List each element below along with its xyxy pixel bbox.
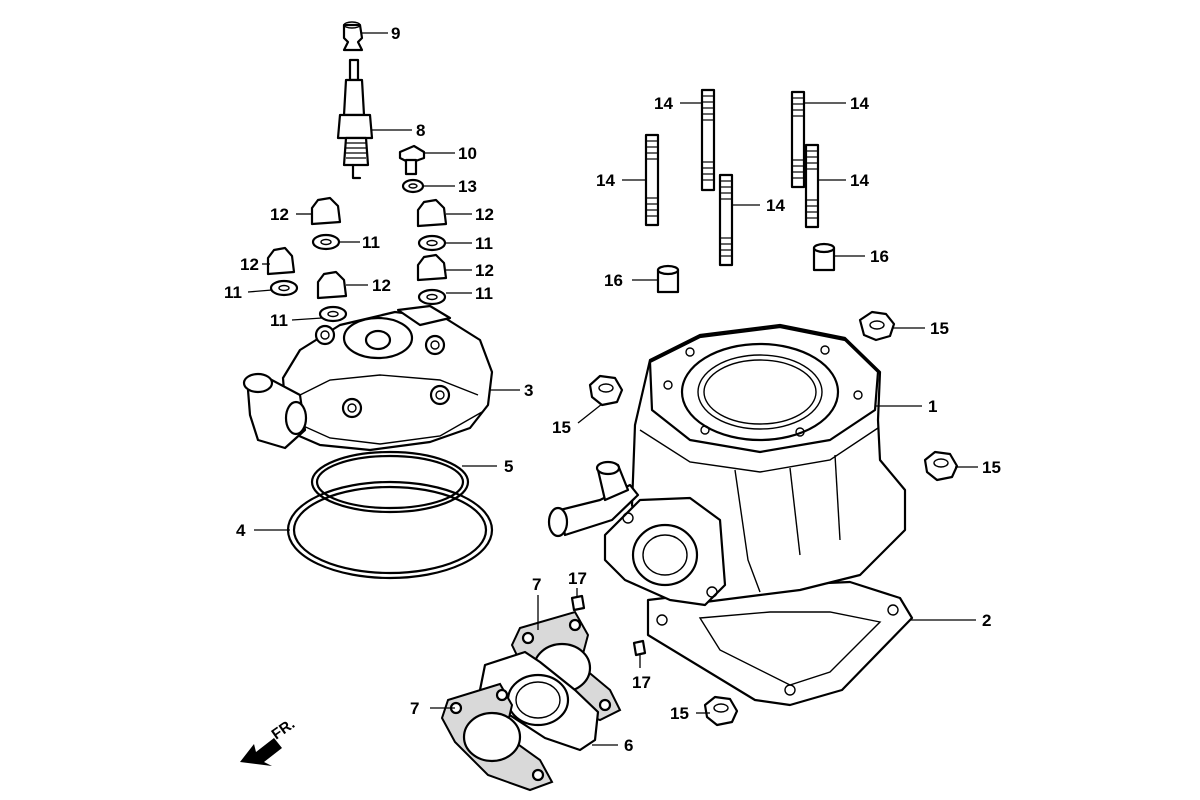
stud-bolt-2[interactable] [790, 90, 806, 189]
callout-12a: 12 [270, 205, 289, 224]
callout-14d: 14 [766, 196, 785, 215]
flange-nut-1[interactable] [858, 310, 896, 342]
cap-nut-2[interactable] [416, 198, 448, 228]
callout-4: 4 [236, 521, 246, 540]
cylinder[interactable] [547, 323, 914, 707]
callout-5: 5 [504, 457, 513, 476]
callout-10: 10 [458, 144, 477, 163]
callout-12b: 12 [475, 205, 494, 224]
callout-14b: 14 [850, 94, 869, 113]
callout-15c: 15 [982, 458, 1001, 477]
flange-nut-3[interactable] [923, 450, 959, 482]
stud-bolt-4[interactable] [718, 173, 734, 267]
stud-bolt-5[interactable] [804, 143, 820, 229]
cap-nut-1[interactable] [310, 196, 342, 226]
callout-14a: 14 [654, 94, 673, 113]
callout-3: 3 [524, 381, 533, 400]
washer-5[interactable] [318, 305, 348, 323]
dowel-pin-2[interactable] [812, 242, 836, 272]
callout-14e: 14 [850, 171, 869, 190]
o-ring-small[interactable] [310, 450, 470, 514]
gasket-lower[interactable] [440, 682, 554, 792]
callout-6: 6 [624, 736, 633, 755]
callout-16a: 16 [604, 271, 623, 290]
callout-12c: 12 [240, 255, 259, 274]
callout-9: 9 [391, 24, 400, 43]
spark-plug[interactable] [336, 58, 374, 180]
cap-nut-3[interactable] [266, 246, 296, 276]
callout-16b: 16 [870, 247, 889, 266]
front-direction-arrow-icon [240, 738, 282, 766]
flange-nut-2[interactable] [588, 374, 624, 407]
small-dowel-2[interactable] [632, 639, 647, 657]
callout-11c: 11 [224, 283, 242, 302]
callout-11d: 11 [475, 284, 493, 303]
callout-11b: 11 [475, 234, 493, 253]
stud-bolt-1[interactable] [700, 88, 716, 192]
callout-2: 2 [982, 611, 991, 630]
callout-14c: 14 [596, 171, 615, 190]
cylinder-head[interactable] [242, 304, 494, 452]
callout-17b: 17 [632, 673, 651, 692]
callout-15a: 15 [930, 319, 949, 338]
callout-1: 1 [928, 397, 937, 416]
callout-numbers: 9 8 10 13 12 11 12 11 12 11 12 12 11 11 … [224, 24, 1001, 755]
small-dowel-1[interactable] [570, 594, 586, 612]
leader-lines [247, 32, 978, 746]
sealing-washer[interactable] [401, 178, 425, 194]
callout-15d: 15 [670, 704, 689, 723]
bolt[interactable] [398, 144, 426, 176]
callout-8: 8 [416, 121, 425, 140]
dowel-pin-1[interactable] [656, 264, 680, 294]
callout-13: 13 [458, 177, 477, 196]
cap-nut-4[interactable] [416, 253, 448, 282]
washer-4[interactable] [417, 288, 447, 306]
callout-15b: 15 [552, 418, 571, 437]
washer-3[interactable] [269, 279, 299, 297]
callout-11a: 11 [362, 233, 380, 252]
flange-nut-4[interactable] [703, 695, 739, 727]
cap-nut-5[interactable] [316, 270, 348, 300]
stud-bolt-3[interactable] [644, 133, 660, 227]
callout-7a: 7 [532, 575, 541, 594]
callout-11e: 11 [270, 311, 288, 330]
washer-2[interactable] [417, 234, 447, 252]
o-ring-large[interactable] [286, 480, 494, 580]
callout-7b: 7 [410, 699, 419, 718]
spark-plug-cap-nut[interactable] [342, 21, 364, 52]
washer-1[interactable] [311, 233, 341, 251]
callout-17a: 17 [568, 569, 587, 588]
callout-12d: 12 [372, 276, 391, 295]
callout-12e: 12 [475, 261, 494, 280]
